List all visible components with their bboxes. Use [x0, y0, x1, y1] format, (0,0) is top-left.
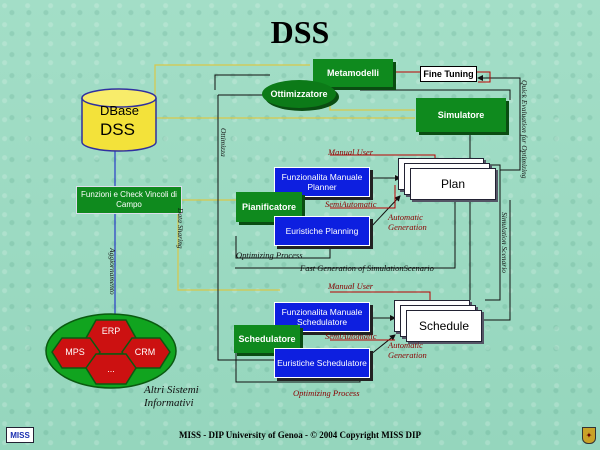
- manual-user-label-2: Manual User: [328, 281, 374, 291]
- ottimizzatore-ellipse: Ottimizzatore: [262, 80, 336, 108]
- quick-evaluation-vertical-label: Quick Evaluation for Optimizing: [520, 80, 529, 179]
- dbase-dss-label: DSS: [100, 120, 135, 139]
- euristiche-schedulatore-box: Euristiche Schedulatore: [274, 348, 370, 378]
- caption-line-2: Informativi: [144, 397, 194, 409]
- page-title: DSS: [270, 14, 330, 50]
- metamodelli-box: Metamodelli: [313, 59, 393, 87]
- semiautomatic-label: SemiAutomatic: [325, 199, 377, 209]
- footer-text: MISS - DIP University of Genoa - © 2004 …: [179, 430, 421, 440]
- crm-label: CRM: [134, 347, 156, 357]
- fast-generation-label: Fast Generation of SimulationScenario: [300, 263, 434, 273]
- dots-label: ...: [107, 364, 115, 374]
- aggiornamento-vertical-label: Aggiornamento: [108, 248, 117, 295]
- fine-tuning-box: Fine Tuning: [420, 66, 477, 82]
- optimizing-process-label: Optimizing Process: [236, 250, 303, 260]
- other-systems-caption: Altri Sistemi Informativi: [144, 384, 199, 410]
- euristiche-planning-box: Euristiche Planning: [274, 216, 370, 246]
- erp-label: ERP: [101, 326, 121, 336]
- schedule-document: Schedule: [406, 310, 482, 342]
- data-sharing-vertical-label: Data Sharing: [176, 208, 185, 249]
- dbase-label: DBase: [100, 103, 140, 118]
- other-systems-group: ERP MPS CRM ...: [44, 312, 178, 390]
- funzionalita-planner-box: Funzionalita Manuale Planner: [274, 167, 370, 197]
- caption-line-1: Altri Sistemi: [144, 384, 199, 396]
- automatic-generation-label: Automatic Generation: [388, 212, 427, 232]
- simulatore-box: Simulatore: [416, 98, 506, 132]
- systems-ellipse: [45, 313, 177, 389]
- simulation-scenario-vertical-label: Simulation Scenario: [500, 212, 509, 274]
- ottimizza-vertical-label: Ottimizza: [219, 128, 228, 157]
- optimizing-process-label-2: Optimizing Process: [293, 388, 360, 398]
- funzioni-check-box: Funzioni e Check Vincoli di Campo: [76, 186, 182, 214]
- mps-label: MPS: [65, 347, 85, 357]
- dbase-cylinder: DBase DSS: [80, 88, 158, 152]
- automatic-generation-label-2: Automatic Generation: [388, 340, 427, 360]
- university-crest-icon: ✦: [582, 427, 596, 444]
- database-icon: [81, 88, 157, 152]
- plan-document: Plan: [410, 168, 496, 200]
- semiautomatic-label-2: SemiAutomatic: [325, 331, 377, 341]
- manual-user-label: Manual User: [328, 147, 374, 157]
- miss-logo: MISS: [6, 427, 34, 443]
